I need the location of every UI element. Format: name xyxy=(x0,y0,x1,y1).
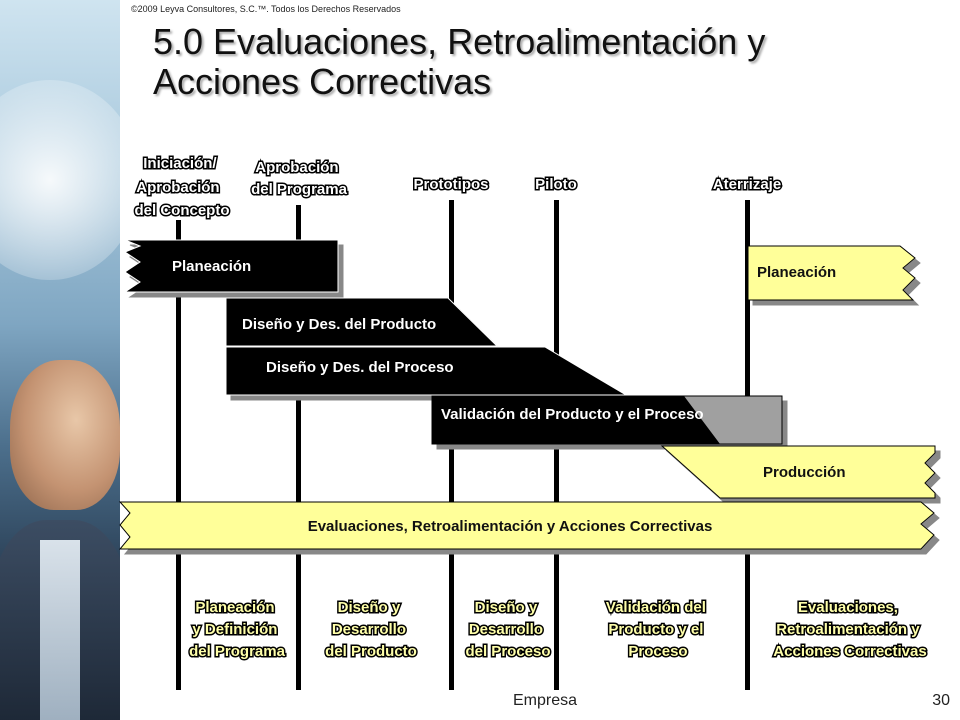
milestone-5-label: Aterrizaje xyxy=(713,176,781,193)
title-line-2: Acciones Correctivas xyxy=(153,61,492,102)
bar-produccion xyxy=(660,445,936,499)
bar-diseno-proceso xyxy=(225,346,628,396)
phase-4-label: Validación del Producto y el Proceso xyxy=(606,599,710,660)
milestone-line-5 xyxy=(745,200,750,690)
page-number: 30 xyxy=(932,692,950,709)
milestone-line-1 xyxy=(176,220,181,690)
milestone-line-3 xyxy=(449,200,454,690)
slide-title: 5.0 Evaluaciones, Retroalimentación y Ac… xyxy=(153,22,953,102)
photo-head xyxy=(10,360,120,510)
copyright-notice: ©2009 Leyva Consultores, S.C.™. Todos lo… xyxy=(131,4,401,14)
bar-planeacion-right-label: Planeación xyxy=(757,264,836,281)
milestone-line-4 xyxy=(554,200,559,690)
bar-produccion-label: Producción xyxy=(763,464,846,481)
photo-glow xyxy=(0,80,120,280)
bar-diseno-proceso-label: Diseño y Des. del Proceso xyxy=(266,359,454,376)
title-line-1: 5.0 Evaluaciones, Retroalimentación y xyxy=(153,21,766,62)
phase-3-label: Diseño y Desarrollo del Proceso xyxy=(465,599,550,660)
bar-validacion xyxy=(431,395,783,445)
bar-evaluaciones xyxy=(118,501,935,550)
milestone-4-label: Piloto xyxy=(535,176,577,193)
phase-5-label: Evaluaciones, Retroalimentación y Accion… xyxy=(773,599,926,660)
footer-company: Empresa xyxy=(512,692,578,709)
bar-diseno-producto xyxy=(225,297,499,347)
bar-planeacion-right xyxy=(747,245,916,301)
bar-validacion-label: Validación del Producto y el Proceso xyxy=(441,406,704,423)
bar-evaluaciones-label: Evaluaciones, Retroalimentación y Accion… xyxy=(308,518,713,535)
milestone-2-label: Aprobación del Programa xyxy=(251,159,348,198)
photo-shirt xyxy=(40,540,80,720)
bar-diseno-producto-label: Diseño y Des. del Producto xyxy=(242,316,436,333)
milestone-3-label: Prototipos xyxy=(414,176,489,193)
phase-1-label: Planeación y Definición del Programa xyxy=(189,599,286,660)
decorative-photo xyxy=(0,0,120,720)
milestone-lines xyxy=(176,200,750,690)
phase-2-label: Diseño y Desarrollo del Producto xyxy=(325,599,417,660)
milestone-1-label: Iniciación/ Aprobación del Concepto xyxy=(134,155,229,219)
milestone-line-2 xyxy=(296,205,301,690)
bar-planeacion xyxy=(123,239,339,293)
bar-planeacion-label: Planeación xyxy=(172,258,251,275)
